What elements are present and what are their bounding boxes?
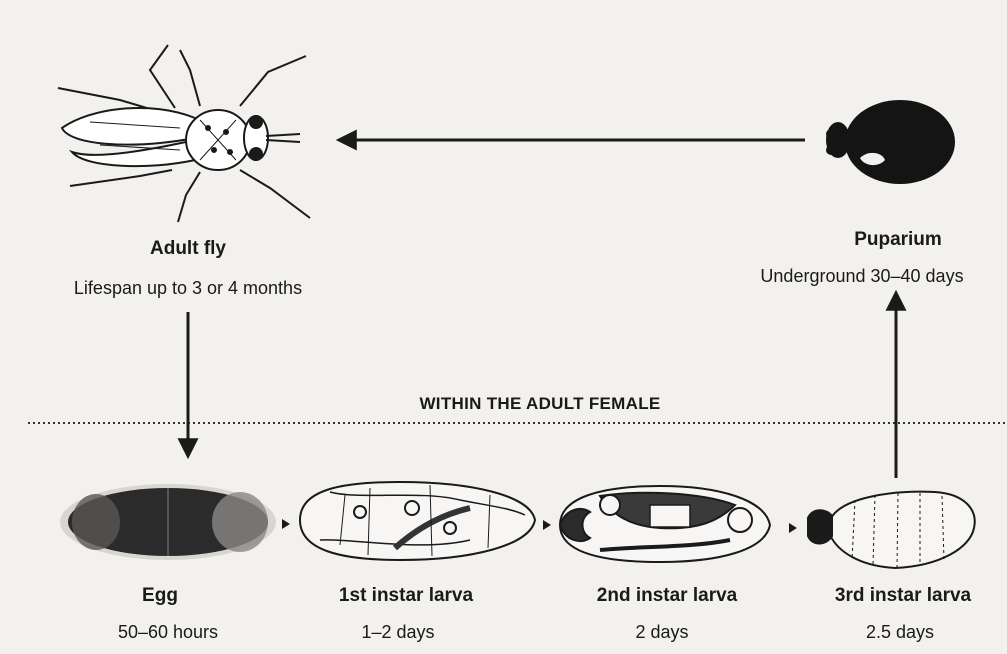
larva2-title: 2nd instar larva [597,585,737,607]
third-instar-larva-icon [808,492,975,568]
larva2-duration: 2 days [635,622,688,643]
puparium-icon [826,100,955,184]
larva3-duration: 2.5 days [866,622,934,643]
egg-icon [60,484,276,560]
puparium-duration: Underground 30–40 days [760,266,963,287]
first-instar-larva-icon [300,482,535,560]
larva1-duration: 1–2 days [361,622,434,643]
arrow-larva2-to-larva3 [789,523,797,533]
adult-fly-duration: Lifespan up to 3 or 4 months [74,278,302,299]
egg-duration: 50–60 hours [118,622,218,643]
egg-title: Egg [142,585,178,607]
puparium-title: Puparium [854,229,942,251]
second-instar-larva-icon [560,486,770,562]
arrow-larva1-to-larva2 [543,520,551,530]
larva1-title: 1st instar larva [339,585,473,607]
larva3-title: 3rd instar larva [835,585,971,607]
adult-fly-title: Adult fly [150,238,226,260]
arrow-egg-to-larva1 [282,519,290,529]
adult-tsetse-fly-icon [58,45,310,222]
divider-label: WITHIN THE ADULT FEMALE [419,394,660,414]
